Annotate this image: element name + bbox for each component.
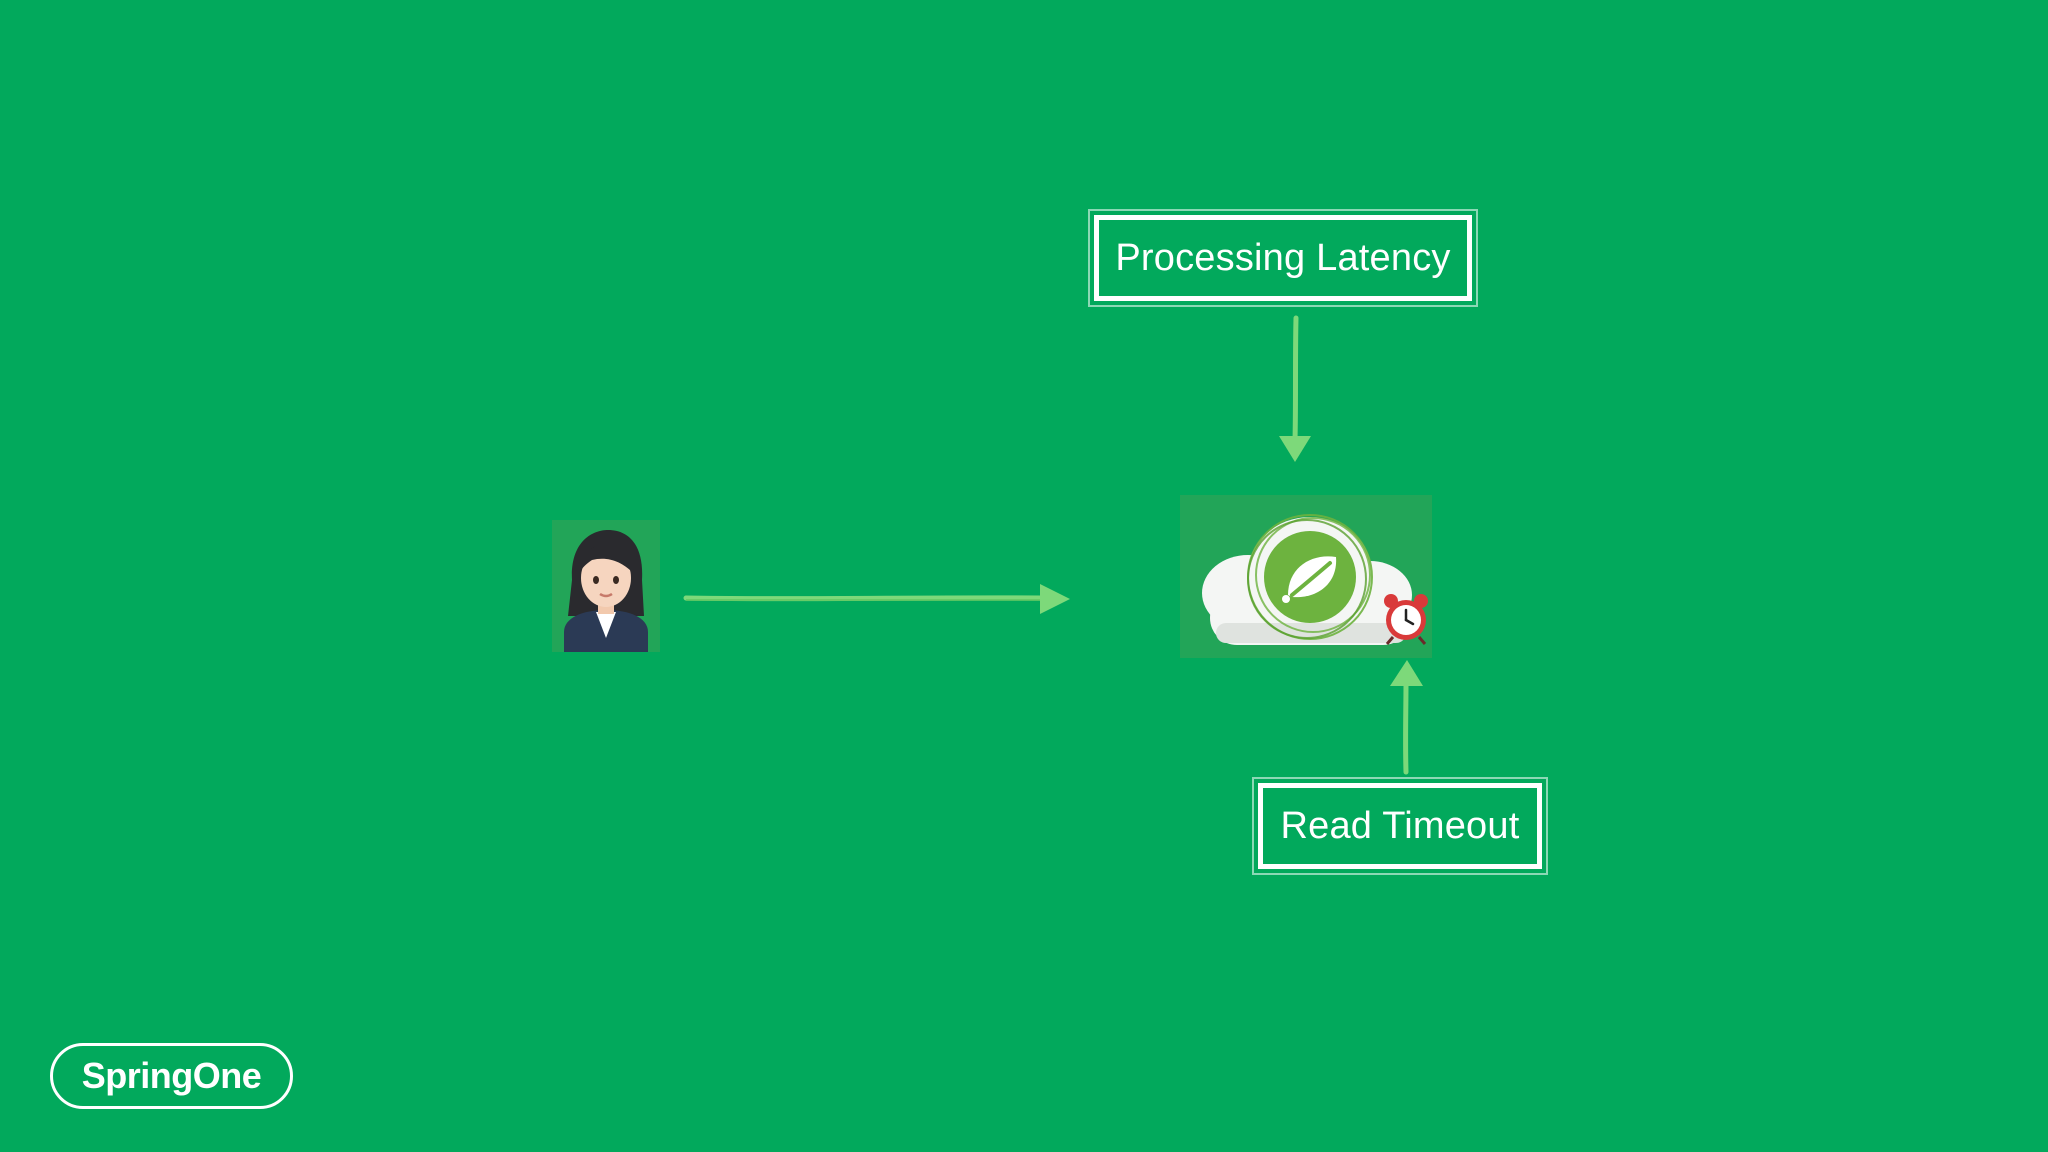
spring-service-node	[1180, 495, 1432, 658]
arrow-client-to-service	[683, 584, 1070, 614]
read-timeout-box: Read Timeout	[1252, 777, 1548, 875]
client-node	[552, 520, 660, 652]
springone-logo: SpringOne	[50, 1043, 293, 1109]
read-timeout-label: Read Timeout	[1280, 804, 1520, 847]
woman-office-worker-icon	[564, 530, 648, 652]
alarm-clock-icon	[1384, 594, 1428, 645]
spring-cloud-icon	[1202, 514, 1412, 645]
processing-latency-label: Processing Latency	[1115, 236, 1451, 279]
arrow-timeout-to-service	[1390, 660, 1423, 775]
arrow-latency-to-service	[1279, 315, 1311, 462]
springone-logo-text: SpringOne	[81, 1055, 262, 1096]
processing-latency-box: Processing Latency	[1088, 209, 1478, 307]
